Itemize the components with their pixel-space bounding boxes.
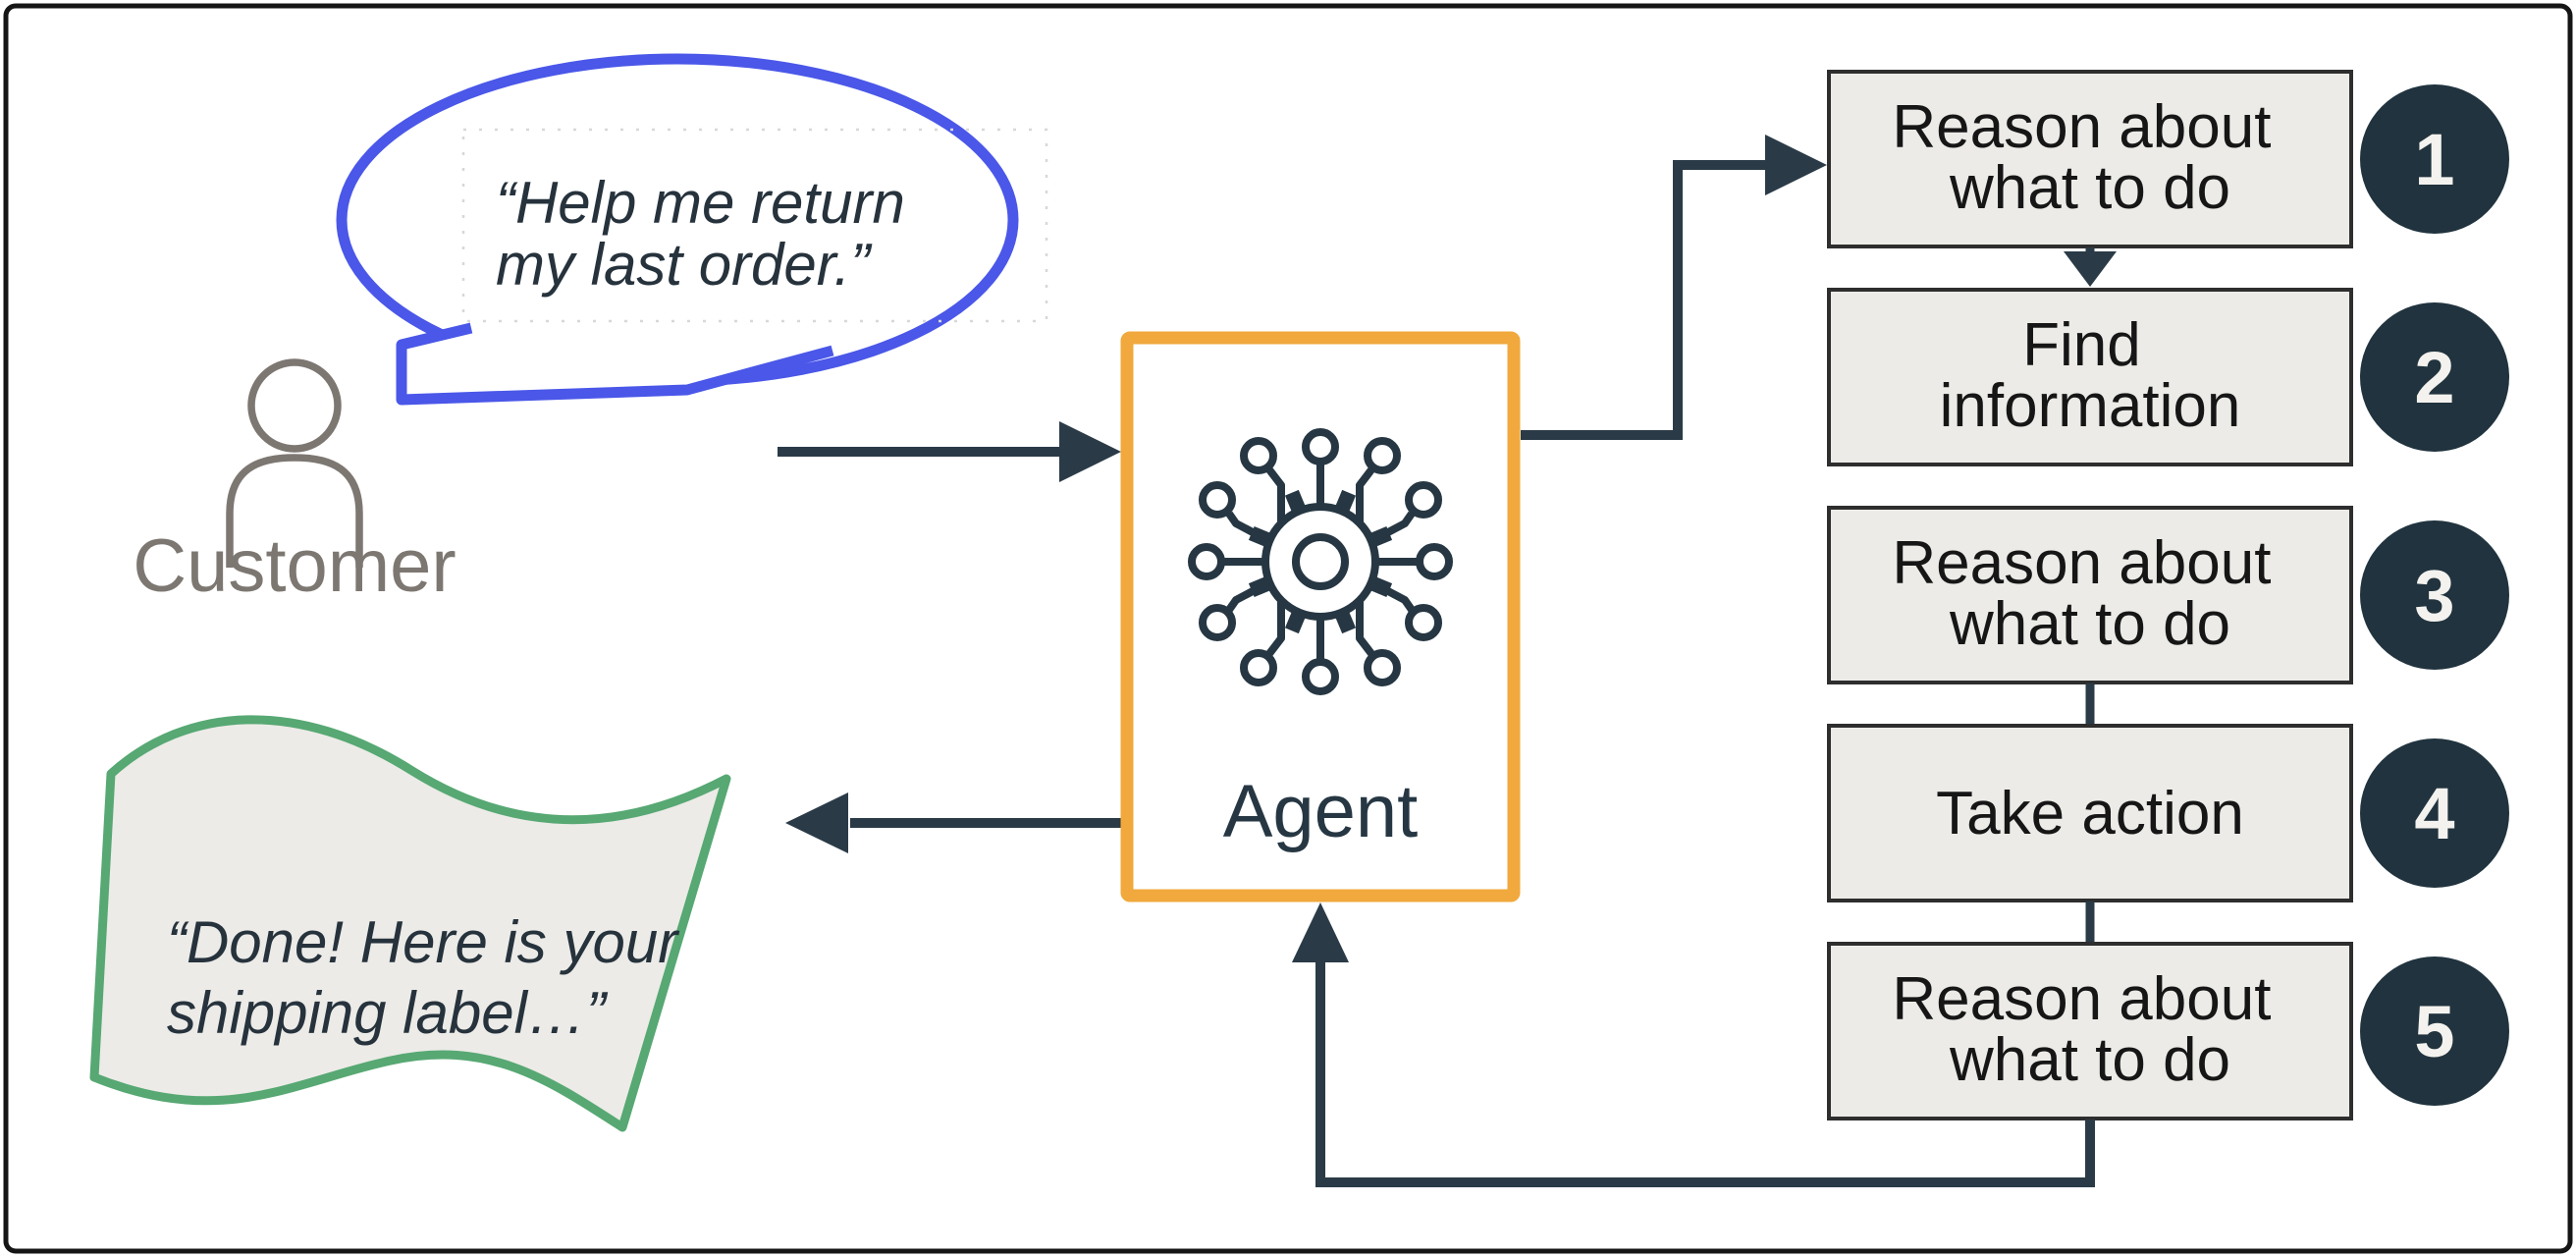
step-box-3: Reason about what to do 3 bbox=[1827, 506, 2509, 684]
step-number-badge bbox=[2360, 302, 2509, 452]
step-box-rect bbox=[1827, 724, 2353, 902]
person-icon bbox=[226, 358, 363, 568]
step-number-badge bbox=[2360, 520, 2509, 670]
step-box-rect bbox=[1827, 942, 2353, 1120]
gear-circuit-icon bbox=[1188, 428, 1453, 695]
step-number: 3 bbox=[2414, 555, 2454, 636]
step-number: 4 bbox=[2414, 773, 2454, 854]
connector-step1-to-step2 bbox=[2064, 247, 2117, 287]
step-box-1: Reason about what to do 1 bbox=[1827, 70, 2509, 248]
step-list: Reason about what to do 1 Find informati… bbox=[1827, 70, 2509, 1120]
step-box-rect bbox=[1827, 70, 2353, 248]
result-banner: “Done! Here is your shipping label…” bbox=[89, 715, 731, 1132]
step-number: 2 bbox=[2414, 337, 2454, 418]
connector-line bbox=[1315, 960, 2095, 1187]
customer-figure: Customer bbox=[133, 358, 456, 608]
step-box-rect bbox=[1827, 506, 2353, 684]
step-label: Reason about what to do bbox=[1892, 965, 2287, 1094]
step-label: Take action bbox=[1936, 780, 2244, 847]
arrowhead-right bbox=[1765, 135, 1827, 195]
step-label: Find information bbox=[1940, 311, 2241, 440]
arrowhead-down bbox=[2064, 251, 2117, 287]
agent-label: Agent bbox=[1223, 770, 1419, 853]
step-box-5: Reason about what to do 5 bbox=[1827, 942, 2509, 1120]
step-number: 1 bbox=[2414, 119, 2454, 200]
arrow-agent-to-banner bbox=[785, 792, 1125, 853]
result-banner-flag bbox=[89, 715, 731, 1132]
speech-bubble-tail bbox=[396, 322, 834, 406]
step-number-badge bbox=[2360, 84, 2509, 234]
arrow-customer-to-agent bbox=[778, 421, 1121, 482]
arrowhead-up bbox=[1292, 902, 1349, 962]
gear-hub bbox=[1292, 533, 1349, 590]
step-box-rect bbox=[1827, 288, 2353, 466]
speech-text: “Help me return my last order.” bbox=[496, 170, 921, 298]
arrowhead-left bbox=[785, 792, 848, 853]
step-number-badge bbox=[2360, 738, 2509, 888]
step-box-2: Find information 2 bbox=[1827, 288, 2509, 466]
connector-step5-to-agent-loop bbox=[1292, 902, 2095, 1187]
person-icon-head bbox=[247, 358, 342, 453]
connector-line bbox=[1521, 160, 1767, 440]
speech-bubble: “Help me return my last order.” bbox=[336, 53, 1048, 406]
step-label: Reason about what to do bbox=[1892, 93, 2287, 222]
step-number-badge bbox=[2360, 956, 2509, 1106]
person-icon-body bbox=[226, 454, 363, 568]
step-box-4: Take action 4 bbox=[1827, 724, 2509, 902]
step-label: Reason about what to do bbox=[1892, 529, 2287, 658]
circuit-traces bbox=[1223, 464, 1418, 660]
connector-agent-to-step1 bbox=[1521, 135, 1827, 440]
agent-box: Agent bbox=[1120, 331, 1521, 902]
step-number: 5 bbox=[2414, 991, 2454, 1072]
banner-text: “Done! Here is your shipping label…” bbox=[167, 909, 694, 1046]
arrowhead-right bbox=[1059, 421, 1121, 482]
circuit-nodes bbox=[1188, 428, 1453, 695]
customer-label: Customer bbox=[133, 524, 456, 608]
gear-ring bbox=[1261, 503, 1379, 621]
